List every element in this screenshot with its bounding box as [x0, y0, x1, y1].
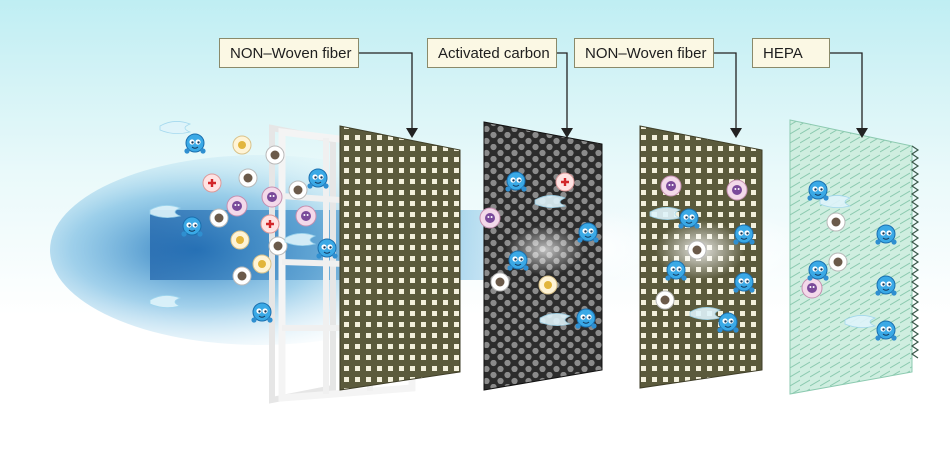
hepa-panel	[789, 119, 913, 395]
hepa-pleat-edge	[910, 145, 920, 359]
label-hepa: HEPA	[752, 38, 830, 68]
label-nonwoven-fiber-2: NON–Woven fiber	[574, 38, 714, 68]
label-nonwoven-fiber-1: NON–Woven fiber	[219, 38, 359, 68]
nonwoven-fiber-panel-1	[339, 125, 461, 391]
label-activated-carbon: Activated carbon	[427, 38, 557, 68]
callout-lines	[359, 52, 863, 130]
callout-arrowheads	[406, 128, 868, 138]
